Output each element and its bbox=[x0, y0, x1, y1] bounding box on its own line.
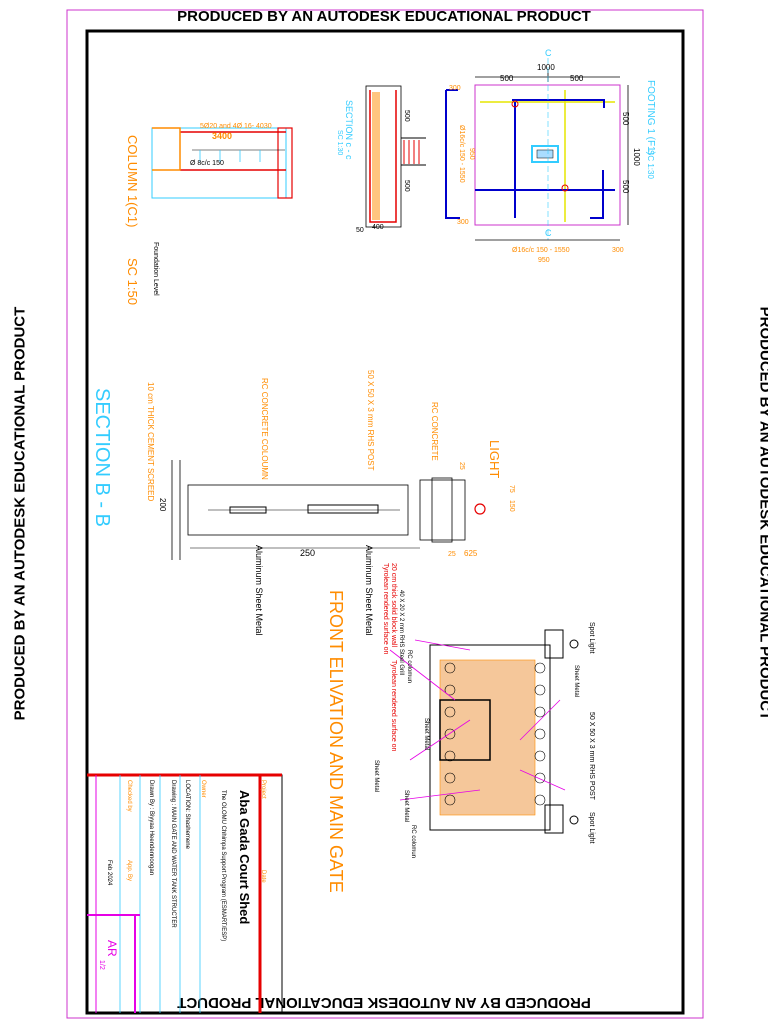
section-cc-base: 400 bbox=[372, 224, 384, 231]
footing-side-total: 1000 bbox=[632, 148, 641, 166]
footing-corner-a: 300 bbox=[449, 85, 461, 92]
tb-date: Feb 2024 bbox=[106, 860, 112, 886]
tb-sheet-no: 1/2 bbox=[98, 960, 105, 970]
tb-owner: Owner bbox=[200, 780, 206, 798]
tb-project-label: Project bbox=[260, 780, 266, 799]
tb-drawing: Drawing : MAIN GATE AND WATER TANK STRUC… bbox=[170, 780, 176, 928]
elevation-sheet-a: Sheet Metal bbox=[573, 665, 579, 697]
elevation-sheet-c: Sheet Metal bbox=[373, 760, 379, 792]
section-bb-rc-column: RC CONCRETE COLOUMN bbox=[260, 378, 269, 480]
footing-side-b: 500 bbox=[621, 180, 630, 194]
column-stirrups: Ø 8c/c 150 bbox=[190, 160, 224, 167]
elevation-rc-col-a: RC colomun bbox=[406, 650, 412, 683]
drawing-frame bbox=[85, 29, 685, 1015]
footing-side-a: 500 bbox=[621, 112, 630, 126]
section-bb-light: LIGHT bbox=[487, 440, 502, 478]
front-elevation: Tyrolean rendered surface on 20 cm thick… bbox=[326, 563, 595, 893]
elevation-title: FRONT ELIVATION AND MAIN GATE bbox=[326, 590, 346, 893]
elevation-rhs-post: 50 X 50 X 3 mm RHS POST bbox=[588, 712, 595, 801]
section-cc-title: SECTION c - c bbox=[344, 100, 354, 160]
section-bb-25b: 25 bbox=[458, 462, 465, 470]
footing-dim-half-a: 500 bbox=[500, 74, 514, 83]
elevation-note-b: 20 cm thick solid block wall bbox=[390, 563, 397, 647]
elevation-note-c: Tyrolean rendered surface on bbox=[390, 660, 397, 752]
tb-client: The OLOMU Chhimpa Support Program (ESMAR… bbox=[220, 790, 226, 941]
footing-scale: SC 1:30 bbox=[646, 150, 655, 179]
section-cc: 500 500 400 50 SECTION c - c SC 1:30 bbox=[336, 85, 426, 234]
elevation-rhs-a: 40 X 20 X 2 mm RHS Steel Grill bbox=[398, 590, 404, 675]
banner-top: PRODUCED BY AN AUTODESK EDUCATIONAL PROD… bbox=[177, 8, 591, 25]
tb-sheet: AR bbox=[105, 940, 119, 957]
elevation-rc-col-b: RC colomun bbox=[410, 825, 416, 858]
elevation-spot-a: Spot Light bbox=[588, 622, 595, 654]
elevation-note-a: Tyrolean rendered surface on bbox=[382, 563, 389, 655]
column-length: 3400 bbox=[212, 131, 232, 141]
section-cc-small: 50 bbox=[356, 227, 364, 234]
footing-bar-b: Ø16c/c 150 - 1550 bbox=[512, 247, 570, 254]
footing-corner-b: 300 bbox=[457, 219, 469, 226]
column-bars: 5Ø20 and 4Ø 16- 4030 bbox=[200, 123, 272, 130]
tb-location: LOCATION: Shashemene bbox=[184, 780, 190, 850]
footing-title: FOOTING 1 (F1) bbox=[645, 80, 656, 155]
section-bb-200: 200 bbox=[158, 498, 167, 512]
section-bb-rc-concrete: RC CONCRETE bbox=[430, 402, 439, 461]
section-bb-alu-b: Aluminum Sheet Metal bbox=[364, 545, 374, 636]
section-bb-625: 625 bbox=[464, 549, 478, 558]
footing-corner-c: 300 bbox=[612, 247, 624, 254]
section-cc-dim-b: 500 bbox=[403, 180, 410, 192]
title-block: Project Aba Gada Court Shed The OLOMU Ch… bbox=[86, 773, 283, 1014]
footing-dim-total: 1000 bbox=[537, 63, 555, 72]
footing-plan: 1000 500 500 C C 1000 500 500 300 300 30… bbox=[445, 48, 656, 264]
footing-width-b: 950 bbox=[538, 257, 550, 264]
footing-bar-a: Ø16c/c 150 - 1550 bbox=[458, 125, 465, 183]
section-bb-title: SECTION B - B bbox=[91, 388, 113, 527]
section-bb-150: 150 bbox=[508, 500, 515, 512]
section-bb-screed: 10 cm THICK CEMENT SCREED bbox=[146, 382, 155, 502]
tb-drawn-by: Drawn By : Biyyaa Heendennoogan bbox=[148, 780, 154, 875]
section-bb-75: 75 bbox=[508, 485, 515, 493]
footing-cut-bottom: C bbox=[545, 228, 552, 238]
footing-dim-half-b: 500 bbox=[570, 74, 584, 83]
tb-project: Aba Gada Court Shed bbox=[237, 790, 252, 924]
section-bb-alu-a: Aluminum Sheet Metal bbox=[254, 545, 264, 636]
elevation-spot-b: Spot Light bbox=[588, 812, 595, 844]
footing-cut-top: C bbox=[545, 48, 552, 58]
column-title: COLUMN 1(C1) bbox=[125, 135, 140, 227]
section-cc-scale: SC 1:30 bbox=[336, 130, 343, 155]
section-bb-25a: 25 bbox=[448, 551, 456, 558]
tb-date-label: Date bbox=[260, 870, 266, 883]
section-bb-rhs-post: 50 X 50 X 3 mm RHS POST bbox=[366, 370, 375, 471]
tb-checked-by: Checked by bbox=[126, 780, 132, 812]
section-cc-dim-a: 500 bbox=[403, 110, 410, 122]
section-bb: 250 200 25 25 625 75 150 10 cm THICK CEM… bbox=[91, 370, 515, 636]
column-c1: 5Ø20 and 4Ø 16- 4030 3400 Ø 8c/c 150 COL… bbox=[125, 123, 293, 305]
tb-approved-by: App. By bbox=[126, 860, 132, 881]
outer-border bbox=[66, 9, 704, 1019]
column-scale: SC 1:50 bbox=[125, 258, 140, 305]
column-foundation: Foundation Level bbox=[152, 242, 159, 296]
footing-width-a: 950 bbox=[468, 148, 475, 160]
elevation-sheet-b: Sheet Metal bbox=[423, 718, 429, 750]
elevation-sheet-d: Sheet Metal bbox=[403, 790, 409, 822]
section-bb-width: 250 bbox=[300, 548, 315, 558]
